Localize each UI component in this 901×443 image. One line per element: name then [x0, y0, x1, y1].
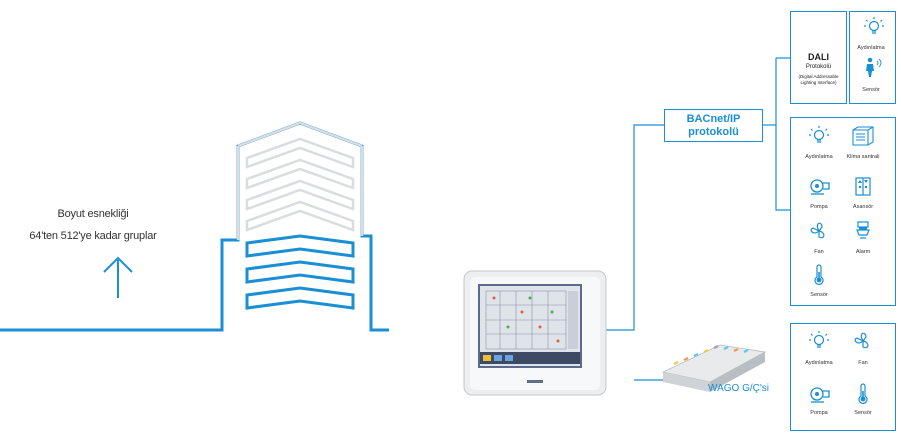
- alarm-icon: [856, 221, 870, 239]
- bacnet-title: BACnet/IP: [686, 113, 741, 125]
- dali-title: DALI: [808, 52, 829, 62]
- bacnet-protocol-box: BACnet/IP protokolü: [664, 109, 763, 142]
- thermometer-icon: [814, 264, 824, 285]
- wago-label: WAGO G/Ç'si: [708, 383, 769, 394]
- wago-device-label-2: Fan: [858, 360, 868, 366]
- wago-devices-box: [790, 323, 896, 431]
- pump-icon: [810, 179, 830, 195]
- bacnet-device-label-7: Sensör: [810, 292, 828, 298]
- person-sensor-icon: [866, 57, 882, 77]
- pump-icon: [810, 387, 830, 403]
- bacnet-device-label-2: Klima santrali: [846, 154, 880, 160]
- lightbulb-icon: [864, 17, 884, 34]
- touch-panel-controller: [463, 270, 607, 396]
- bacnet-device-label-3: Pompa: [810, 204, 828, 210]
- wago-device-label-4: Sensör: [854, 410, 872, 416]
- bacnet-device-label-6: Alarm: [855, 249, 871, 255]
- building-upper-floors: [236, 121, 364, 240]
- lightbulb-icon: [809, 331, 829, 348]
- flexibility-title: Boyut esnekliği: [57, 208, 129, 220]
- fan-icon: [810, 222, 825, 239]
- wago-io-module: [661, 344, 767, 392]
- dali-note-1: (Digital Addressable: [798, 74, 839, 79]
- flexibility-subtitle: 64'ten 512'ye kadar gruplar: [29, 230, 157, 242]
- thermometer-icon: [858, 383, 868, 404]
- wago-device-label-3: Pompa: [810, 410, 828, 416]
- dali-note-2: Lighting Interface): [800, 80, 837, 85]
- dali-device-label-2: Sensör: [862, 87, 880, 93]
- bacnet-devices-box: [790, 117, 896, 306]
- bacnet-device-label-5: Fan: [814, 249, 824, 255]
- air-conditioner-icon: [852, 126, 874, 146]
- dali-subtitle: Protokolü: [805, 64, 832, 70]
- up-arrow-icon: [103, 256, 133, 298]
- dali-devices-box: [849, 11, 896, 104]
- lightbulb-icon: [809, 126, 829, 143]
- building-lower-floors: [245, 234, 355, 310]
- bacnet-device-label-4: Asansör: [852, 204, 874, 210]
- elevator-icon: [855, 177, 871, 196]
- building-outline: [0, 121, 389, 332]
- bacnet-subtitle: protokolü: [688, 126, 739, 138]
- dali-protocol-box: DALI Protokolü (Digital Addressable Ligh…: [790, 11, 847, 104]
- fan-icon: [854, 332, 869, 349]
- dali-device-label-1: Aydınlatma: [857, 45, 885, 51]
- wago-device-label-1: Aydınlatma: [805, 360, 833, 366]
- bacnet-device-label-1: Aydınlatma: [805, 154, 833, 160]
- connector-lines: [605, 57, 790, 381]
